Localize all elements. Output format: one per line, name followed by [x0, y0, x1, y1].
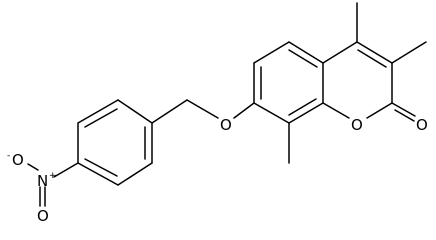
- methyl-c3: [391, 41, 427, 64]
- nitrophenyl-ring: [77, 99, 153, 186]
- nitro-nitrogen-label: N: [37, 172, 48, 190]
- nitro-nitrogen-charge: +: [49, 171, 57, 181]
- ether-oxygen-label: O: [220, 116, 232, 134]
- nitro-oxygen-lower-label: O: [37, 207, 49, 225]
- benzyl-ether-linker: [151, 99, 255, 124]
- methyl-groups: [288, 2, 427, 164]
- structure-canvas: N + O - O O O O: [7, 2, 428, 225]
- ring-oxygen-label: O: [351, 116, 363, 134]
- coumarin-benzo-ring: [253, 41, 324, 124]
- nitro-oxygen-upper-charge: -: [7, 151, 10, 161]
- nitro-group: [27, 162, 79, 207]
- molecule-structure: N + O - O O O O: [7, 2, 428, 225]
- coumarin-pyrone-ring: [322, 41, 393, 119]
- nitro-oxygen-upper-label: O: [12, 151, 24, 169]
- carbonyl-group: [391, 102, 416, 122]
- carbonyl-oxygen-label: O: [416, 116, 428, 134]
